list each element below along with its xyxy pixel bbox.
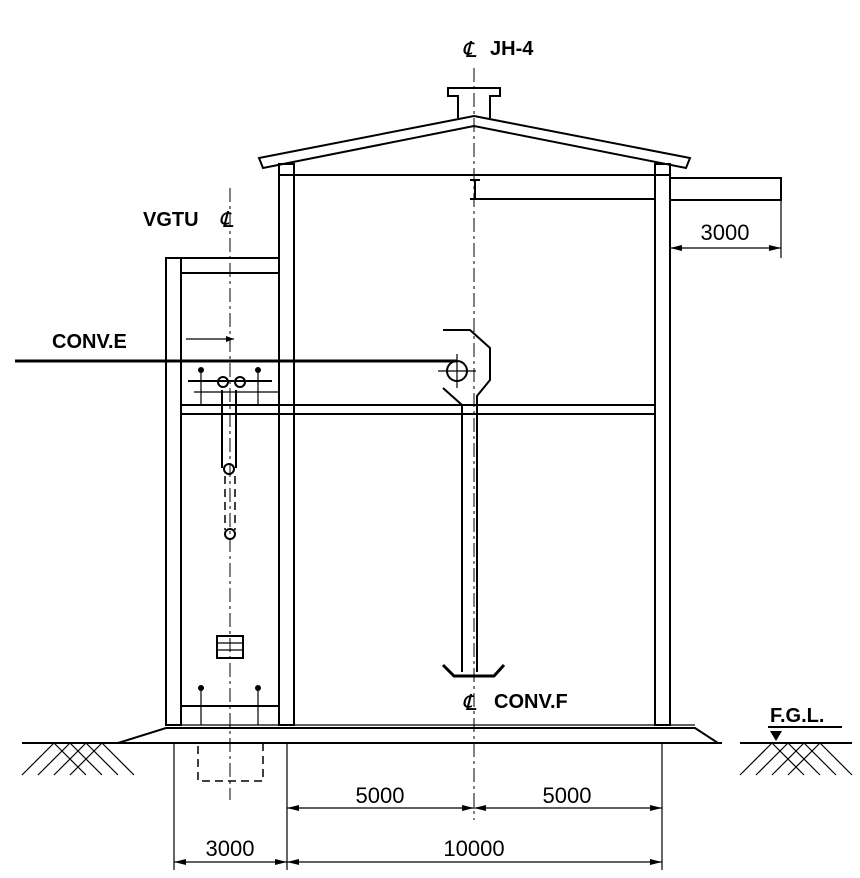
head-pulley [438, 354, 476, 388]
dim-right-half-value: 5000 [543, 783, 592, 808]
hoist-i-beam [470, 179, 655, 200]
centerline-symbol-jh4: ℄ [462, 38, 477, 63]
centerline-symbol-conv-f: ℄ [462, 691, 477, 716]
vgtu-centerline-label: VGTU ℄ [143, 208, 234, 233]
centerlines [229, 68, 475, 820]
dim-canopy: 3000 [670, 200, 782, 258]
jh4-centerline-label: ℄ JH-4 [462, 38, 534, 63]
jh4-label: JH-4 [490, 38, 534, 60]
main-left-column [278, 163, 295, 726]
main-right-column [654, 163, 671, 726]
dim-left-half-value: 5000 [356, 783, 405, 808]
conv-f-centerline-label: ℄ CONV.F [462, 691, 568, 716]
dim-extension-lines [173, 743, 663, 870]
roof-truss [257, 114, 692, 170]
centerline-symbol-vgtu: ℄ [219, 208, 234, 233]
intermediate-floor [181, 391, 655, 415]
fgl-marker: F.G.L. [768, 705, 842, 741]
canopy [669, 177, 782, 201]
dim-total-value: 10000 [443, 836, 504, 861]
ground-hatch-right [739, 742, 853, 776]
dim-left-bay-value: 3000 [206, 836, 255, 861]
discharge-chute [442, 329, 491, 672]
ground-line [22, 724, 852, 744]
dim-halves: 5000 5000 [287, 783, 662, 811]
conv-e-label: CONV.E [52, 331, 127, 353]
fgl-label: F.G.L. [770, 705, 824, 727]
left-lean-to-column [165, 257, 182, 726]
vgtu-label: VGTU [143, 209, 199, 231]
ground-hatch-left [21, 742, 135, 776]
dim-overall: 3000 10000 [174, 836, 662, 865]
conv-f-label: CONV.F [494, 691, 568, 713]
lean-to-roof-beam [166, 257, 279, 274]
conveyor-e: CONV.E [15, 331, 457, 382]
vgtu-take-up [198, 367, 261, 540]
dim-canopy-value: 3000 [701, 220, 750, 245]
